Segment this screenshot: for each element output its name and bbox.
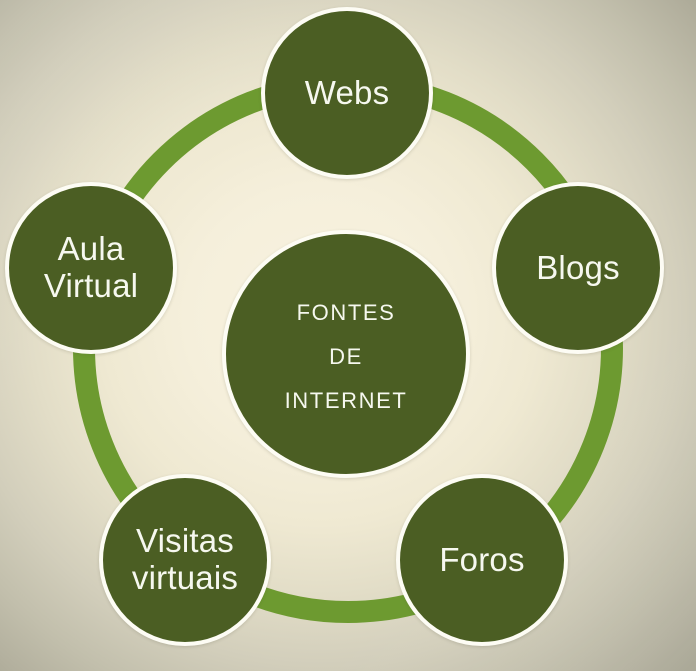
center-label-line-1: Fontes [296, 291, 396, 327]
node-blogs[interactable]: Blogs [492, 182, 664, 354]
node-visitas-virtuais-label: Visitas virtuais [103, 522, 267, 597]
node-visitas-virtuais[interactable]: Visitas virtuais [99, 474, 271, 646]
center-label-line-2: de [329, 335, 363, 371]
node-visitas-line-2: virtuais [131, 559, 239, 596]
node-visitas-line-1: Visitas [136, 522, 234, 560]
node-aula-line-2: Virtual [43, 267, 139, 304]
node-center-hub[interactable]: Fontes de Internet [222, 230, 470, 478]
node-aula-line-1: Aula [57, 230, 125, 268]
node-aula-virtual-label: Aula Virtual [9, 230, 173, 305]
center-hub-label: Fontes de Internet [279, 288, 414, 420]
node-foros-label: Foros [439, 540, 525, 578]
center-label-line-3: Internet [284, 380, 408, 415]
node-blogs-label: Blogs [536, 248, 620, 286]
node-webs[interactable]: Webs [261, 7, 433, 179]
node-webs-label: Webs [304, 73, 390, 111]
node-aula-virtual[interactable]: Aula Virtual [5, 182, 177, 354]
node-foros[interactable]: Foros [396, 474, 568, 646]
